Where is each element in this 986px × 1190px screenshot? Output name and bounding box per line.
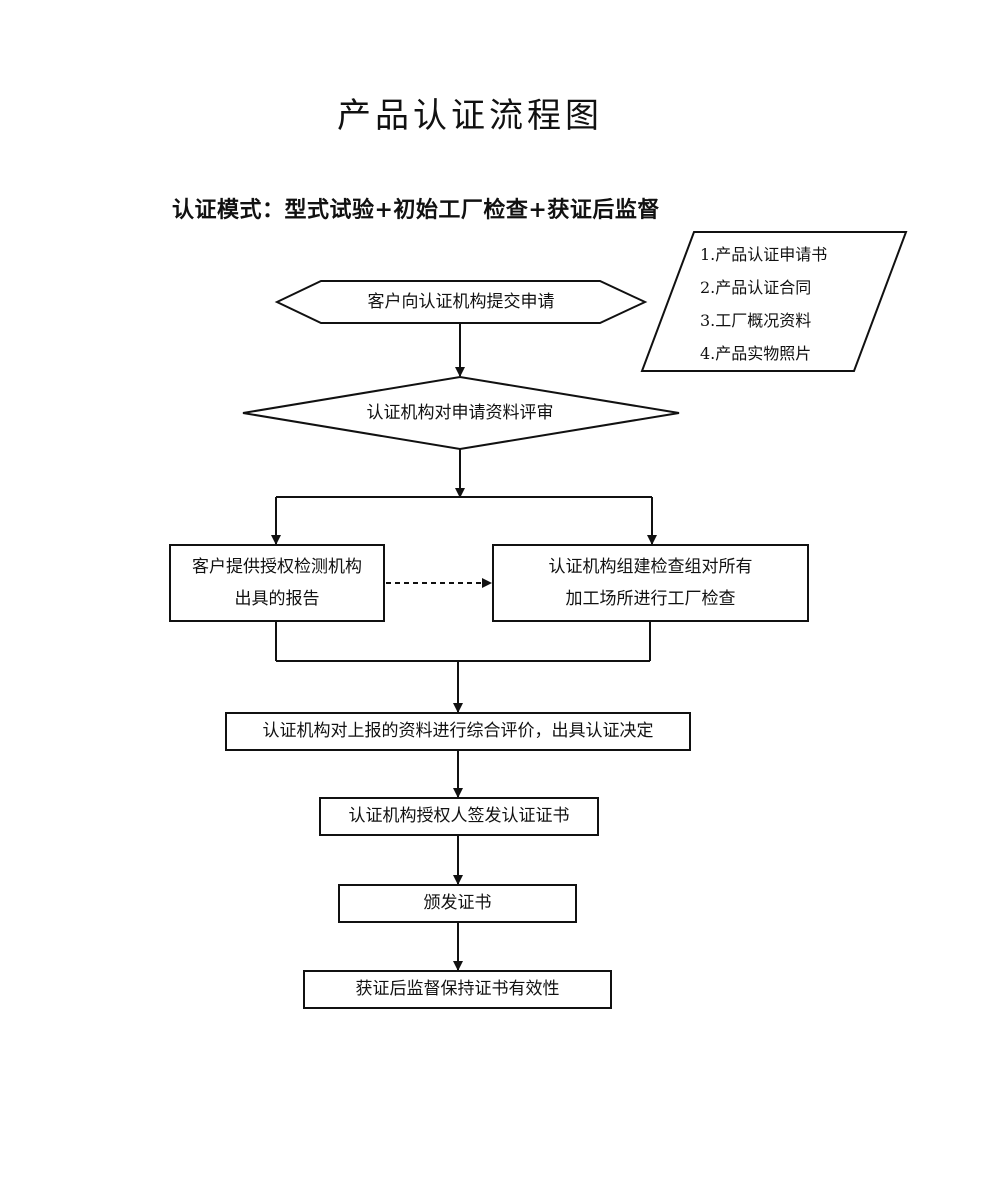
submit-application-shape	[274, 280, 648, 324]
factory-inspection-box	[492, 544, 809, 622]
document-list: 1.产品认证申请书 2.产品认证合同 3.工厂概况资料 4.产品实物照片	[700, 238, 827, 370]
submit-application-label: 客户向认证机构提交申请	[367, 291, 555, 312]
surveillance-box	[303, 970, 612, 1009]
test-report-line-2: 出具的报告	[234, 589, 320, 609]
document-item: 1.产品认证申请书	[700, 245, 828, 264]
surveillance-label: 获证后监督保持证书有效性	[355, 979, 560, 1000]
factory-inspection-line-2: 加工场所进行工厂检查	[565, 589, 736, 609]
factory-inspection-label: 认证机构组建检查组对所有 加工场所进行工厂检查	[493, 545, 808, 621]
sign-certificate-box	[319, 797, 599, 836]
factory-inspection-line-1: 认证机构组建检查组对所有	[548, 556, 753, 577]
review-label: 认证机构对申请资料评审	[366, 402, 554, 423]
issue-certificate-label: 颁发证书	[423, 893, 492, 914]
test-report-box	[169, 544, 385, 622]
document-item: 4.产品实物照片	[700, 344, 812, 363]
page-title: 产品认证流程图	[337, 96, 603, 136]
document-item: 2.产品认证合同	[700, 278, 812, 297]
document-list-shape	[640, 231, 908, 372]
document-item: 3.工厂概况资料	[700, 311, 812, 330]
sign-certificate-label: 认证机构授权人签发认证证书	[348, 806, 570, 827]
evaluate-label: 认证机构对上报的资料进行综合评价，出具认证决定	[262, 721, 654, 742]
review-decision-shape	[242, 375, 680, 451]
test-report-label: 客户提供授权检测机构 出具的报告	[170, 545, 384, 621]
test-report-line-1: 客户提供授权检测机构	[192, 556, 362, 577]
certification-mode: 认证模式：型式试验+初始工厂检查+获证后监督	[172, 197, 660, 223]
evaluate-box	[225, 712, 691, 751]
